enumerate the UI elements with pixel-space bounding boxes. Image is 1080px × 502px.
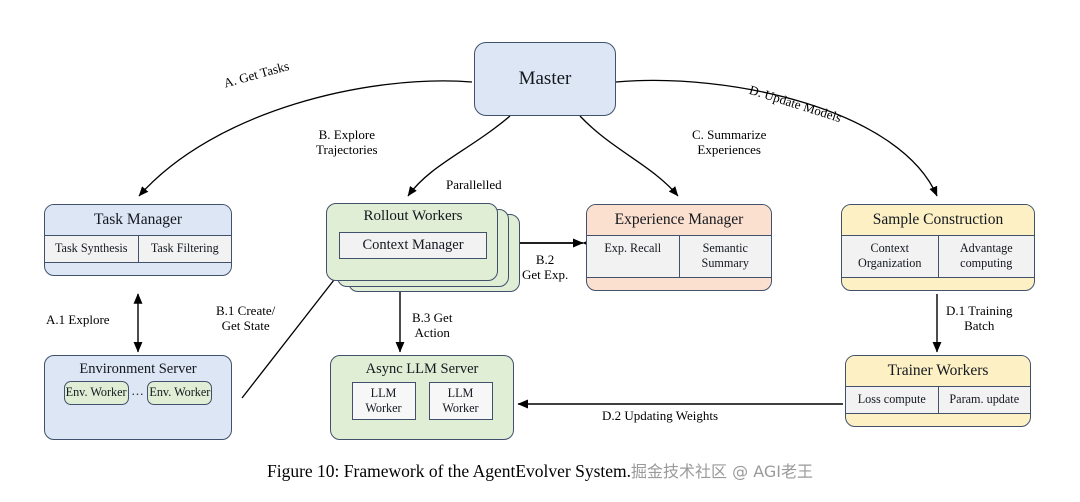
- cell-exp-recall: Exp. Recall: [604, 241, 662, 256]
- node-async-llm-server-title: Async LLM Server: [365, 361, 479, 377]
- node-trainer-workers[interactable]: Trainer Workers Loss compute Param. upda…: [845, 355, 1031, 427]
- node-context-manager[interactable]: Context Manager: [339, 232, 487, 259]
- label-b1-create-get-state: B.1 Create/ Get State: [216, 303, 276, 334]
- cell-task-filtering: Task Filtering: [137, 236, 232, 262]
- node-context-manager-label: Context Manager: [362, 237, 464, 253]
- cell-loss-compute: Loss compute: [857, 392, 926, 407]
- node-task-manager[interactable]: Task Manager Task Synthesis Task Filteri…: [44, 204, 232, 276]
- node-environment-server[interactable]: Environment Server Env. Worker ... Env. …: [44, 355, 232, 440]
- label-a1-explore: A.1 Explore: [46, 312, 110, 327]
- label-b2-get-exp: B.2 Get Exp.: [522, 252, 569, 283]
- node-async-llm-server[interactable]: Async LLM Server LLM Worker LLM Worker: [330, 355, 514, 440]
- node-experience-manager[interactable]: Experience Manager Exp. Recall Semantic …: [586, 204, 772, 291]
- cell-context-organization: Context Organization: [858, 241, 922, 270]
- label-a-get-tasks: A. Get Tasks: [222, 58, 291, 91]
- cell-task-synthesis: Task Synthesis: [54, 241, 128, 256]
- llm-worker-list: LLM Worker LLM Worker: [331, 382, 513, 421]
- llm-worker-1[interactable]: LLM Worker: [351, 382, 416, 421]
- cell-param-update: Param. update: [937, 387, 1031, 413]
- node-trainer-workers-cells: Loss compute Param. update: [846, 386, 1030, 414]
- env-worker-1[interactable]: Env. Worker: [63, 381, 129, 405]
- node-experience-manager-foot: [587, 278, 771, 290]
- node-task-manager-foot: [45, 263, 231, 275]
- node-experience-manager-cells: Exp. Recall Semantic Summary: [587, 235, 771, 278]
- label-b-explore-trajectories: B. Explore Trajectories: [316, 127, 378, 158]
- node-sample-construction-foot: [842, 278, 1034, 290]
- label-d1-training-batch: D.1 Training Batch: [946, 303, 1013, 334]
- node-environment-server-title: Environment Server: [79, 361, 197, 377]
- node-task-manager-title: Task Manager: [45, 205, 231, 236]
- node-trainer-workers-title: Trainer Workers: [846, 356, 1030, 387]
- node-sample-construction-cells: Context Organization Advantage computing: [842, 235, 1034, 278]
- cell-advantage-computing: Advantage computing: [937, 236, 1035, 277]
- label-d-update-models: D. Update Models: [747, 82, 844, 126]
- edge-c-summarize-experiences: [579, 115, 679, 197]
- edge-a-get-tasks: [138, 80, 473, 197]
- watermark-text: 掘金技术社区 @ AGI老王: [631, 462, 813, 481]
- label-parallelled: Parallelled: [446, 177, 502, 192]
- rollout-stack-layer-front: Rollout Workers Context Manager: [326, 203, 498, 281]
- node-sample-construction[interactable]: Sample Construction Context Organization…: [841, 204, 1035, 291]
- label-c-summarize-experiences: C. Summarize Experiences: [692, 127, 767, 158]
- node-experience-manager-title: Experience Manager: [587, 205, 771, 236]
- node-rollout-workers-title: Rollout Workers: [363, 208, 463, 224]
- node-master[interactable]: Master: [474, 42, 616, 116]
- node-master-title: Master: [518, 68, 572, 89]
- cell-semantic-summary: Semantic Summary: [678, 236, 772, 277]
- node-trainer-workers-foot: [846, 414, 1030, 426]
- node-sample-construction-title: Sample Construction: [842, 205, 1034, 236]
- node-rollout-workers[interactable]: Rollout Workers Context Manager: [326, 203, 526, 293]
- env-worker-2[interactable]: Env. Worker: [147, 381, 213, 405]
- figure-caption: Figure 10: Framework of the AgentEvolver…: [0, 458, 1080, 482]
- environment-worker-list: Env. Worker ... Env. Worker: [45, 381, 231, 405]
- label-b3-get-action: B.3 Get Action: [412, 310, 453, 341]
- env-worker-ellipsis: ...: [131, 382, 145, 398]
- llm-worker-2[interactable]: LLM Worker: [428, 382, 493, 421]
- label-d2-updating-weights: D.2 Updating Weights: [602, 408, 719, 423]
- node-task-manager-cells: Task Synthesis Task Filtering: [45, 235, 231, 263]
- figure-caption-text: Figure 10: Framework of the AgentEvolver…: [266, 461, 632, 481]
